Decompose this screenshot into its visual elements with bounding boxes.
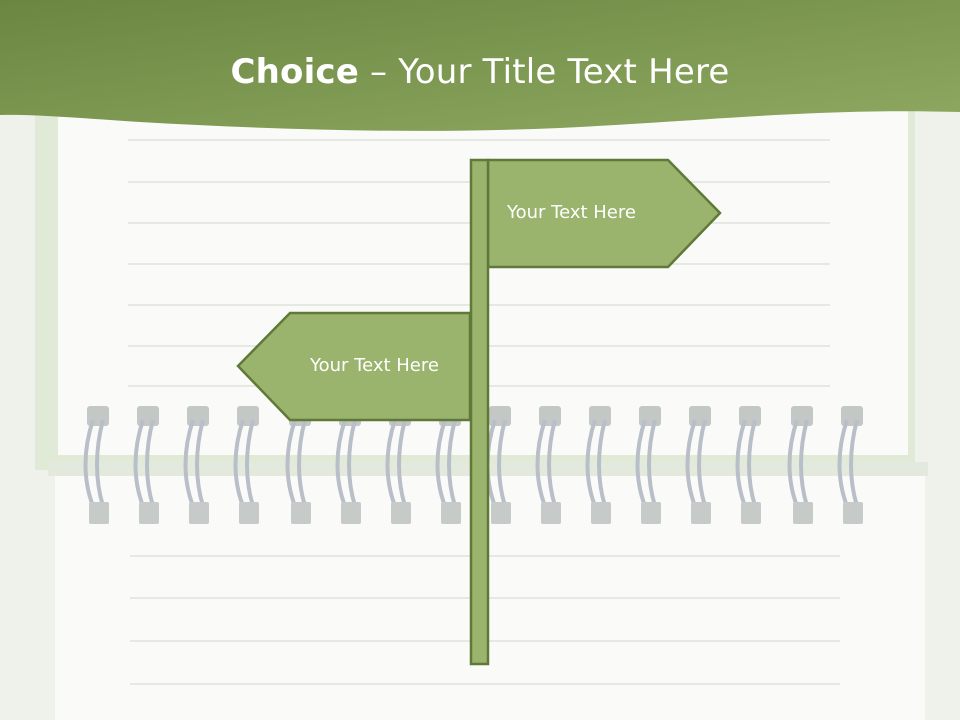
spiral-ring [83,406,109,524]
spiral-ring [585,406,611,524]
title-bold: Choice [230,52,360,92]
spiral-ring [685,406,711,524]
title-text: Your Title Text Here [398,52,730,92]
sign-pole [469,158,490,666]
spiral-ring [837,406,863,524]
title-banner [0,0,960,131]
spiral-ring [133,406,159,524]
spiral-ring [735,406,761,524]
left-sign-text: Your Text Here [310,355,439,376]
spiral-ring [233,406,259,524]
spiral-ring [485,406,511,524]
spiral-ring [183,406,209,524]
spiral-ring [535,406,561,524]
right-sign-text: Your Text Here [507,202,636,223]
slide-title: Choice – Your Title Text Here [0,52,960,92]
spiral-ring [787,406,813,524]
title-dash: – [359,52,399,92]
spiral-ring [635,406,661,524]
